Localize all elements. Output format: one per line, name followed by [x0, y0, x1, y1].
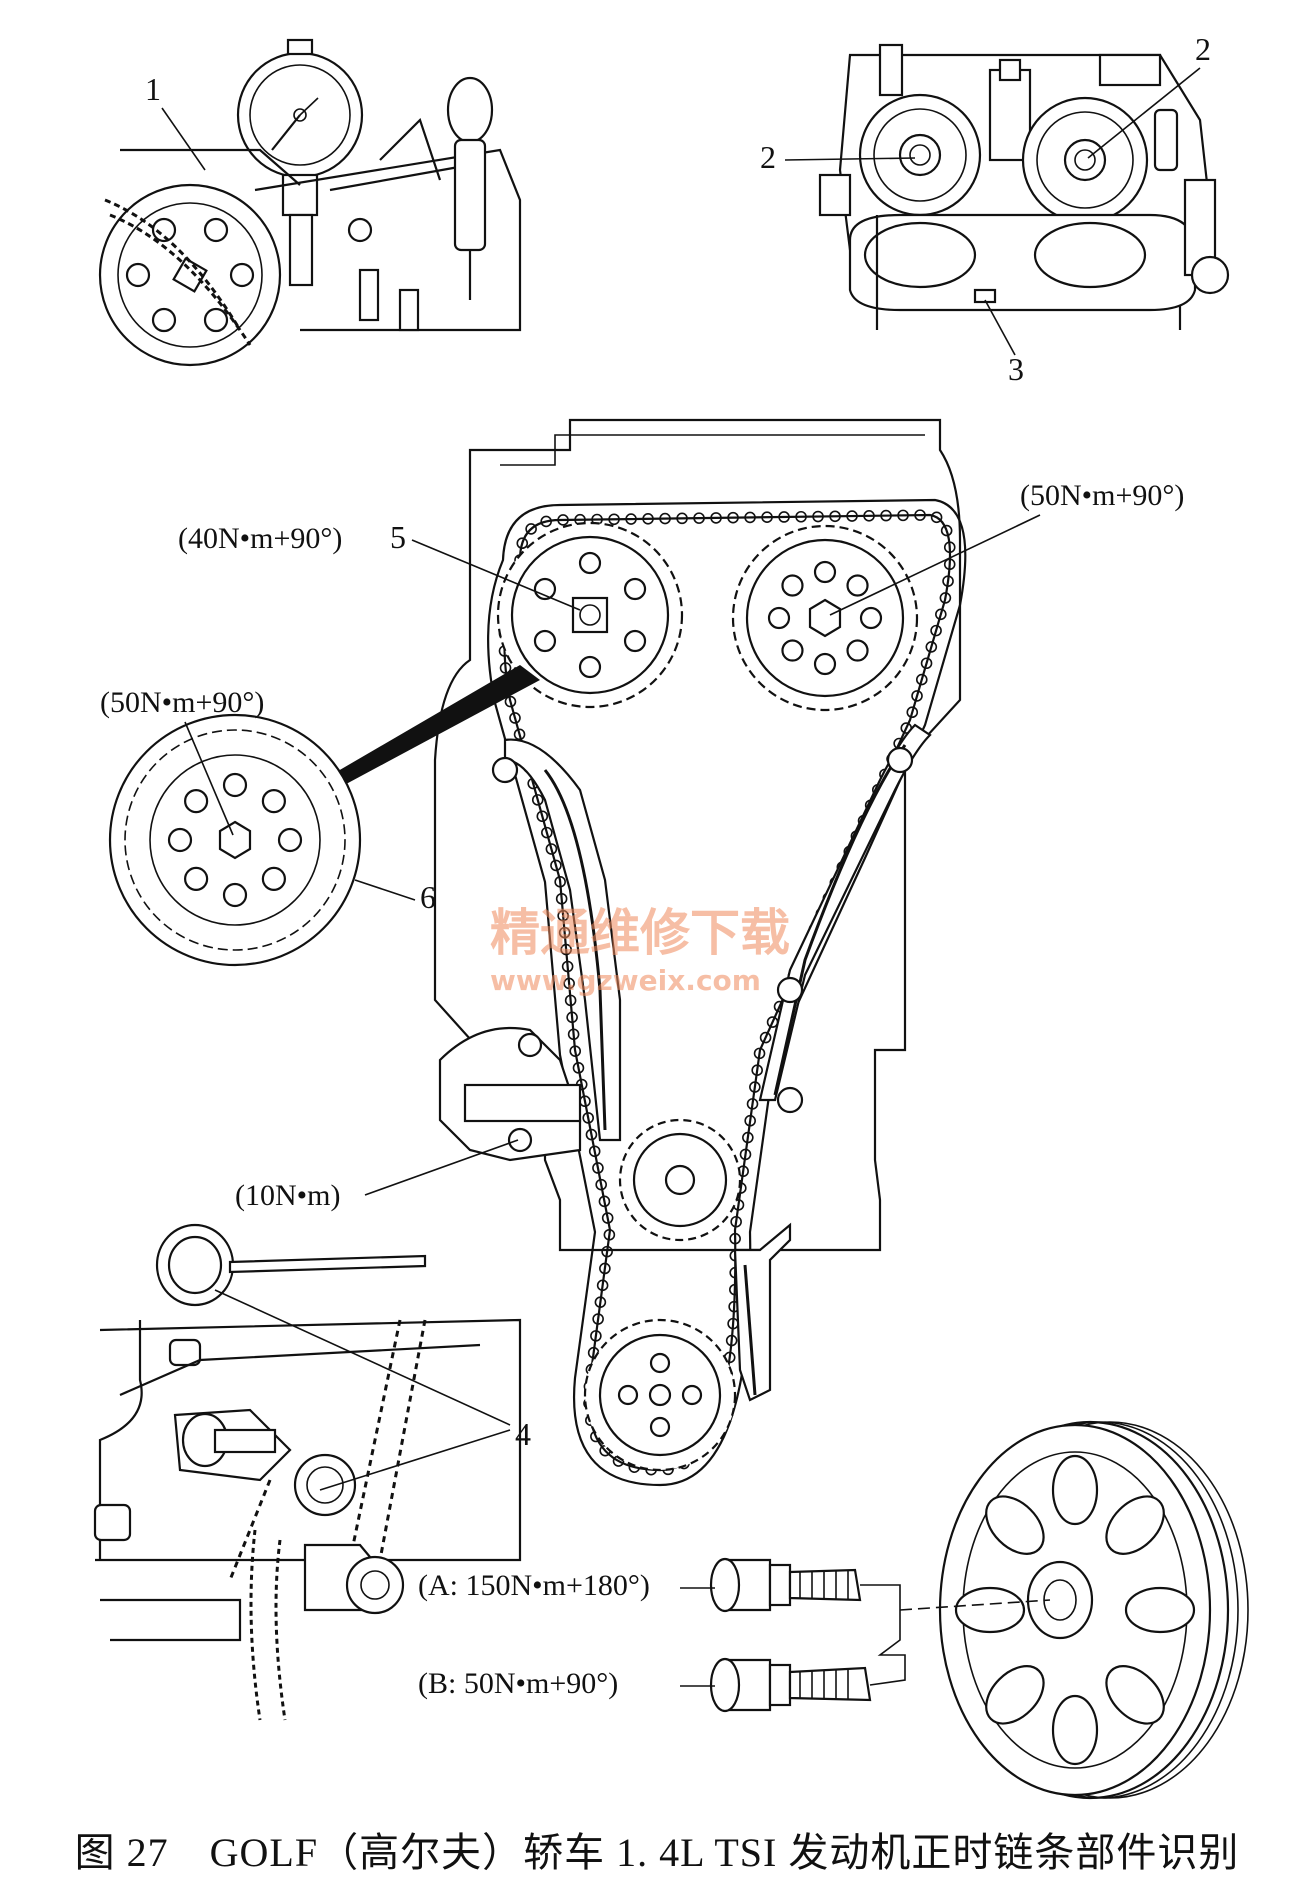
- watermark-cn: 精通维修下载: [490, 904, 790, 962]
- chain-guides: [503, 723, 932, 1402]
- sprocket-detail-bubble: [108, 665, 540, 967]
- callout-6: 6: [420, 879, 436, 915]
- watermark-url: www.gzweix.com: [490, 964, 761, 997]
- crankshaft-sprocket: [583, 1318, 737, 1472]
- torque-crank-bolt-b: (B: 50N•m+90°): [418, 1667, 618, 1700]
- figure-caption: 图 27 GOLF（高尔夫）轿车 1. 4L TSI 发动机正时链条部件识别: [74, 1830, 1240, 1875]
- torque-crank-bolt-a: (A: 150N•m+180°): [418, 1569, 650, 1602]
- cover-bolts: [491, 746, 914, 1114]
- timing-cover-outline: [433, 418, 962, 1252]
- torque-exhaust-cam-bolt: (50N•m+90°): [1020, 479, 1184, 512]
- crankshaft-pulley: [938, 1420, 1249, 1800]
- exhaust-cam-sprocket: [731, 524, 919, 712]
- locking-pin-illustration: [93, 1223, 522, 1721]
- callout-2-left: 2: [760, 139, 776, 175]
- callout-1: 1: [145, 71, 161, 107]
- crankshaft-bolts: [709, 1557, 1051, 1713]
- intake-cam-sprocket: [496, 521, 684, 709]
- torque-detail-cam-bolt: (50N•m+90°): [100, 686, 264, 719]
- callout-4: 4: [515, 1416, 531, 1452]
- camshaft-housing-illustration: [818, 43, 1230, 330]
- callout-2-right: 2: [1195, 31, 1211, 67]
- callout-3: 3: [1008, 351, 1024, 387]
- torque-tensioner-bolt: (10N•m): [235, 1179, 340, 1212]
- dial-gauge-illustration: [98, 38, 522, 367]
- torque-intake-cam-bolt: (40N•m+90°): [178, 522, 342, 555]
- callout-5: 5: [390, 519, 406, 555]
- chain-tensioner: [438, 1026, 582, 1162]
- balance-idler-sprocket: [618, 1118, 742, 1242]
